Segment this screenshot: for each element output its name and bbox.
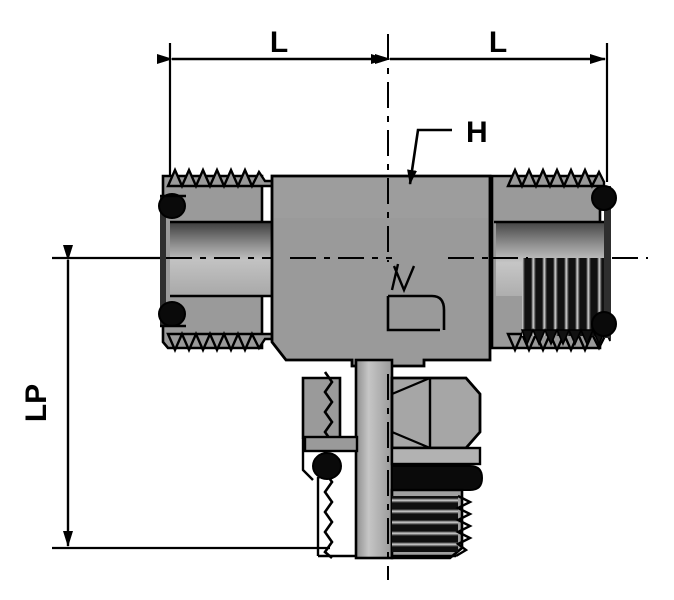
bottom-port-shank (354, 358, 394, 560)
tee-body-chamfer-mark (392, 265, 416, 294)
right-port (490, 167, 617, 353)
bottom-port (301, 358, 484, 580)
bottom-port-left-collar (301, 376, 342, 448)
tee-body-passage-wall (388, 294, 446, 330)
left-port-face (160, 196, 166, 326)
dimension-l-left-label: L (270, 26, 288, 59)
bottom-port-hex-chamfer-left-b (391, 430, 431, 450)
dimension-l-left: L (157, 26, 387, 64)
right-port-oring-bottom (591, 311, 617, 337)
tee-body-top-face (274, 178, 488, 218)
right-port-oring-top (591, 185, 617, 211)
callout-h: H (407, 116, 488, 185)
bottom-port-washer-right (390, 446, 482, 466)
callout-h-label: H (466, 116, 488, 149)
left-port-thread-top (166, 167, 275, 189)
dimension-lp-label: LP (20, 384, 53, 422)
right-port-face (604, 186, 611, 338)
bottom-port-washer-left (303, 435, 359, 453)
left-port-oring-bottom (158, 301, 186, 327)
extension-lines (168, 43, 609, 182)
tee-body-chamfer-mark-2 (390, 263, 400, 291)
tee-body (270, 174, 496, 368)
dimension-l-right-label: L (489, 26, 507, 59)
bottom-port-oring-left (312, 452, 342, 480)
bottom-port-hex-chamfer-left (391, 376, 431, 396)
callout-h-leader (407, 128, 452, 185)
bottom-port-left-step (301, 438, 314, 481)
dimension-l-right: L (375, 26, 606, 64)
right-port-thread-top (506, 167, 606, 189)
bottom-port-stud-threads (392, 496, 458, 552)
bottom-port-hex-chamfer-right (465, 377, 481, 395)
left-port-oring-top (158, 193, 186, 219)
tee-body-passage-floor (386, 296, 440, 332)
bottom-port-oring-right (391, 465, 484, 491)
left-port-thread-bottom (166, 331, 275, 353)
bottom-port-stud-thread-tips (455, 494, 473, 558)
left-port (158, 167, 290, 353)
